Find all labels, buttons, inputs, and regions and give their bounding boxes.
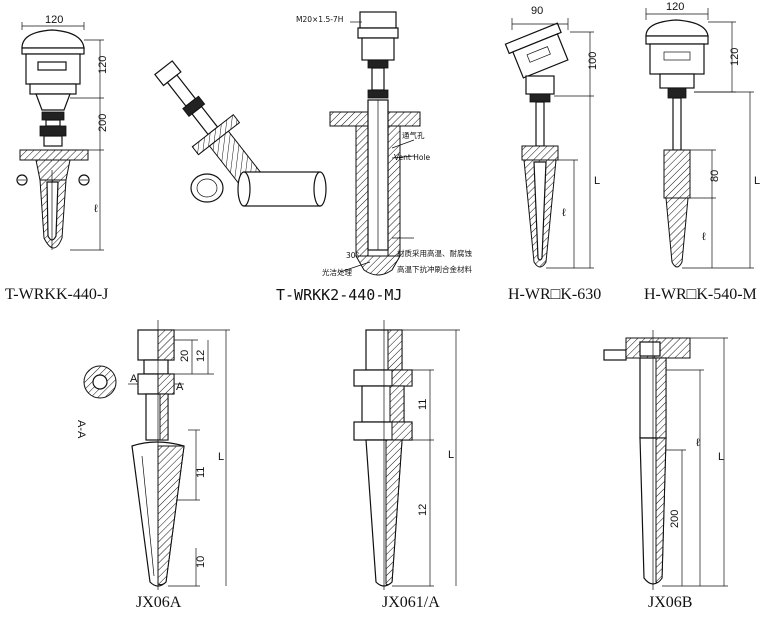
- drawing-h-wrk-540-m: [645, 8, 754, 269]
- d4-L-label: L: [754, 175, 760, 187]
- d4-h1-label: 120: [729, 48, 741, 66]
- d7-l-label: ℓ: [696, 437, 700, 449]
- drawing-jx061a: [353, 320, 460, 590]
- d4-h2-label: 80: [709, 170, 721, 182]
- d1-h2-label: 200: [97, 114, 109, 132]
- drawing-h-wrk-630: [504, 18, 594, 269]
- d3-L-label: L: [594, 175, 600, 187]
- caption-h-wrk-540-m: H-WR□K-540-M: [644, 286, 757, 303]
- d2-angle-label: 30°: [346, 251, 360, 260]
- drawing-t-wrkk-440-j: [16, 22, 104, 251]
- d5-section-label: A-A: [75, 420, 87, 439]
- drawing-jx06a: [83, 320, 230, 590]
- d3-width-label: 90: [531, 5, 543, 17]
- drawing-t-wrkk2-440-mj: [154, 11, 421, 276]
- d2-note3: 光洁处理: [322, 267, 352, 277]
- d2-note2: 高温下抗冲刷合金材料: [397, 264, 472, 274]
- drawing-jx06b: [603, 330, 728, 590]
- d5-A-right: A: [176, 381, 184, 393]
- d1-width-label: 120: [45, 14, 63, 26]
- d6-11-label: 11: [417, 399, 429, 410]
- d5-10-label: 10: [195, 556, 207, 568]
- d4-l-label: ℓ: [702, 231, 706, 243]
- d5-L-label: L: [218, 451, 224, 463]
- d2-thread-label: M20×1.5-7H: [296, 15, 343, 24]
- d7-200-label: 200: [669, 510, 681, 528]
- d5-12-label: 12: [195, 350, 207, 362]
- d3-l-label: ℓ: [562, 207, 566, 219]
- d5-20-label: 20: [179, 350, 191, 362]
- caption-t-wrkk2-440-mj: T-WRKK2-440-MJ: [276, 286, 403, 304]
- d5-11-label: 11: [195, 467, 207, 478]
- d2-note1: 材质采用高温、耐腐蚀: [397, 248, 472, 258]
- d1-l-label: ℓ: [94, 203, 98, 215]
- d6-L-label: L: [448, 449, 454, 461]
- d2-vent-en-label: Vent Hole: [394, 153, 431, 162]
- caption-t-wrkk-440-j: T-WRKK-440-J: [5, 286, 109, 303]
- caption-jx06a: JX06A: [136, 594, 182, 611]
- caption-jx061a: JX061/A: [382, 594, 440, 611]
- d1-h1-label: 120: [97, 56, 109, 74]
- d4-width-label: 120: [666, 1, 684, 13]
- d2-vent-cn-label: 通气孔: [402, 130, 425, 140]
- d7-L-label: L: [718, 451, 724, 463]
- caption-jx06b: JX06B: [648, 594, 693, 611]
- d3-h1-label: 100: [587, 52, 599, 70]
- d5-A-left: A: [130, 373, 138, 385]
- d6-12-label: 12: [417, 504, 429, 516]
- caption-h-wrk-630: H-WR□K-630: [508, 286, 602, 303]
